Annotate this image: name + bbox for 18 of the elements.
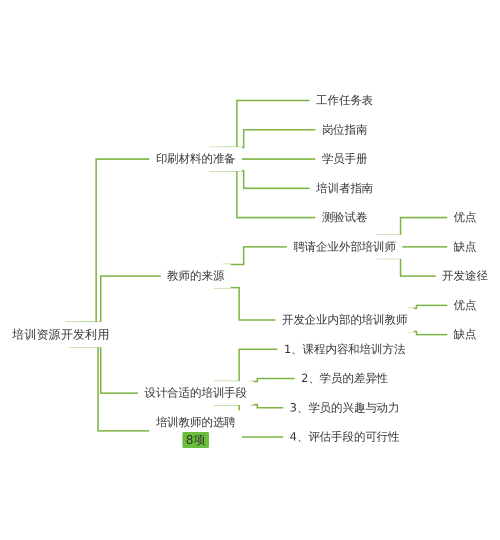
connector (242, 158, 316, 160)
node-text: 优点 (454, 298, 476, 312)
node-text: 开发途径 (442, 269, 488, 283)
node-text: 测验试卷 (322, 210, 368, 224)
connector (250, 404, 284, 408)
node-text: 开发企业内部的培训教师 (282, 312, 408, 327)
node-text: 岗位指南 (322, 122, 368, 136)
node-text: 学员手册 (322, 152, 368, 166)
node-text: 2、学员的差异性 (301, 371, 388, 386)
connector (402, 246, 448, 248)
node-text: 培训者指南 (316, 181, 374, 195)
node-text: 缺点 (454, 240, 476, 254)
node-text: 3、学员的兴趣与动力 (290, 400, 400, 414)
node-text: 1、课程内容和培训方法 (284, 342, 406, 356)
node-text: 工作任务表 (316, 94, 374, 108)
node-text: 优点 (454, 210, 476, 224)
node-text: 4、评估手段的可行性 (290, 430, 400, 444)
node-text: 缺点 (454, 328, 476, 342)
